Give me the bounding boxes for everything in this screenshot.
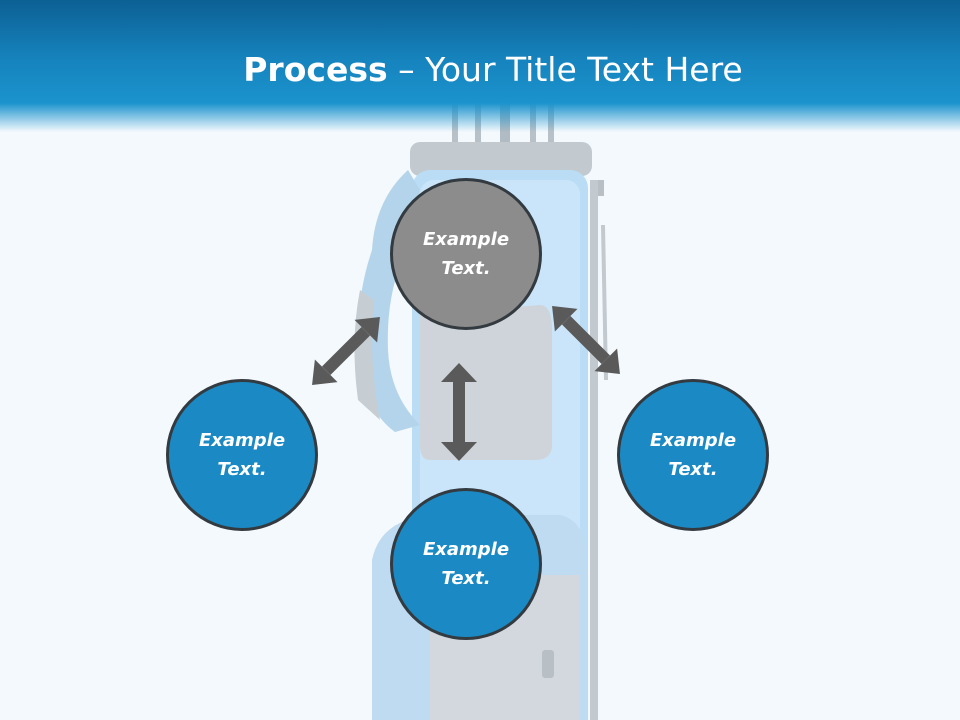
slide-title: Process – Your Title Text Here: [0, 50, 960, 90]
node-top-label: Example Text.: [422, 229, 510, 279]
arrow-vertical: [441, 363, 477, 461]
title-bold: Process: [243, 50, 388, 89]
node-center: Example Text.: [390, 488, 542, 640]
arrow-top-right: [552, 306, 620, 374]
node-center-label: Example Text.: [422, 539, 510, 589]
arrow-top-left: [312, 317, 380, 385]
node-left: Example Text.: [166, 379, 318, 531]
header-band: [0, 0, 960, 132]
node-left-label: Example Text.: [198, 430, 286, 480]
node-right-label: Example Text.: [649, 430, 737, 480]
node-top: Example Text.: [390, 178, 542, 330]
title-rest: – Your Title Text Here: [387, 50, 743, 89]
node-right: Example Text.: [617, 379, 769, 531]
